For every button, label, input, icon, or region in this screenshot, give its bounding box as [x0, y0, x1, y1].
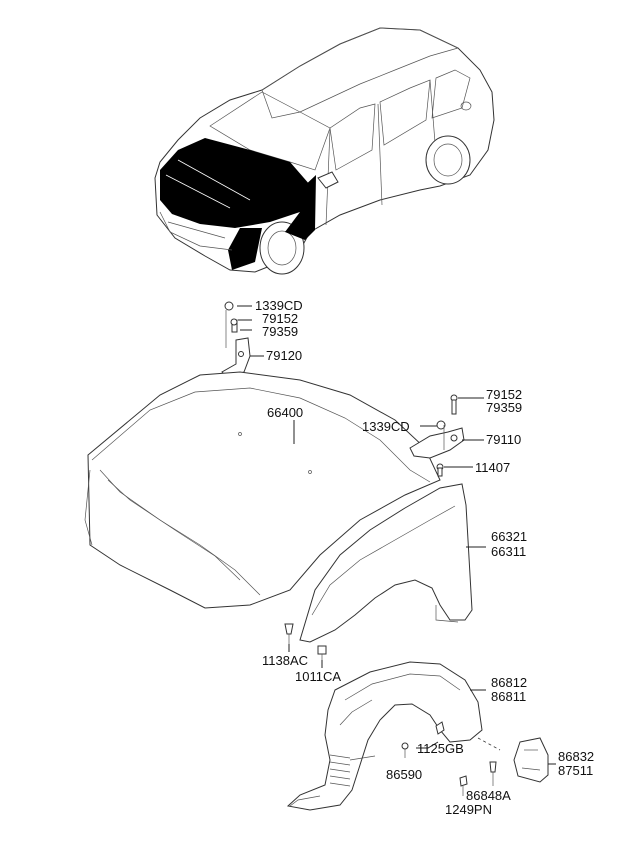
label-86811: 86811	[491, 689, 527, 704]
hood-hinge-right	[409, 394, 484, 477]
label-1011ca: 1011CA	[295, 669, 342, 684]
car-overview-illustration	[154, 27, 495, 275]
liner-fasteners	[401, 721, 501, 796]
label-79110: 79110	[486, 432, 522, 447]
label-1339cd-right: 1339CD	[362, 419, 410, 434]
label-1339cd-top: 1339CD	[255, 298, 303, 313]
front-fender	[299, 483, 486, 643]
label-66400: 66400	[267, 405, 304, 420]
label-11407: 11407	[475, 460, 511, 475]
label-87511: 87511	[558, 763, 594, 778]
hood-panel	[84, 371, 441, 609]
hood-hinge-left	[221, 301, 264, 379]
label-79359-top: 79359	[262, 324, 299, 339]
inner-fender-liner	[286, 661, 486, 811]
label-79152-top: 79152	[262, 311, 299, 326]
label-79359-right: 79359	[486, 400, 523, 415]
label-1138ac: 1138AC	[262, 653, 309, 668]
label-86812: 86812	[491, 675, 528, 690]
label-1249pn: 1249PN	[445, 802, 492, 817]
label-66321: 66321	[491, 529, 528, 544]
label-1125gb: 1125GB	[417, 741, 464, 756]
label-79152-right: 79152	[486, 387, 523, 402]
mud-guard	[513, 737, 556, 783]
label-86590: 86590	[386, 767, 423, 782]
label-86848a: 86848A	[466, 788, 511, 803]
label-86832: 86832	[558, 749, 595, 764]
label-66311: 66311	[491, 544, 527, 559]
label-79120: 79120	[266, 348, 303, 363]
